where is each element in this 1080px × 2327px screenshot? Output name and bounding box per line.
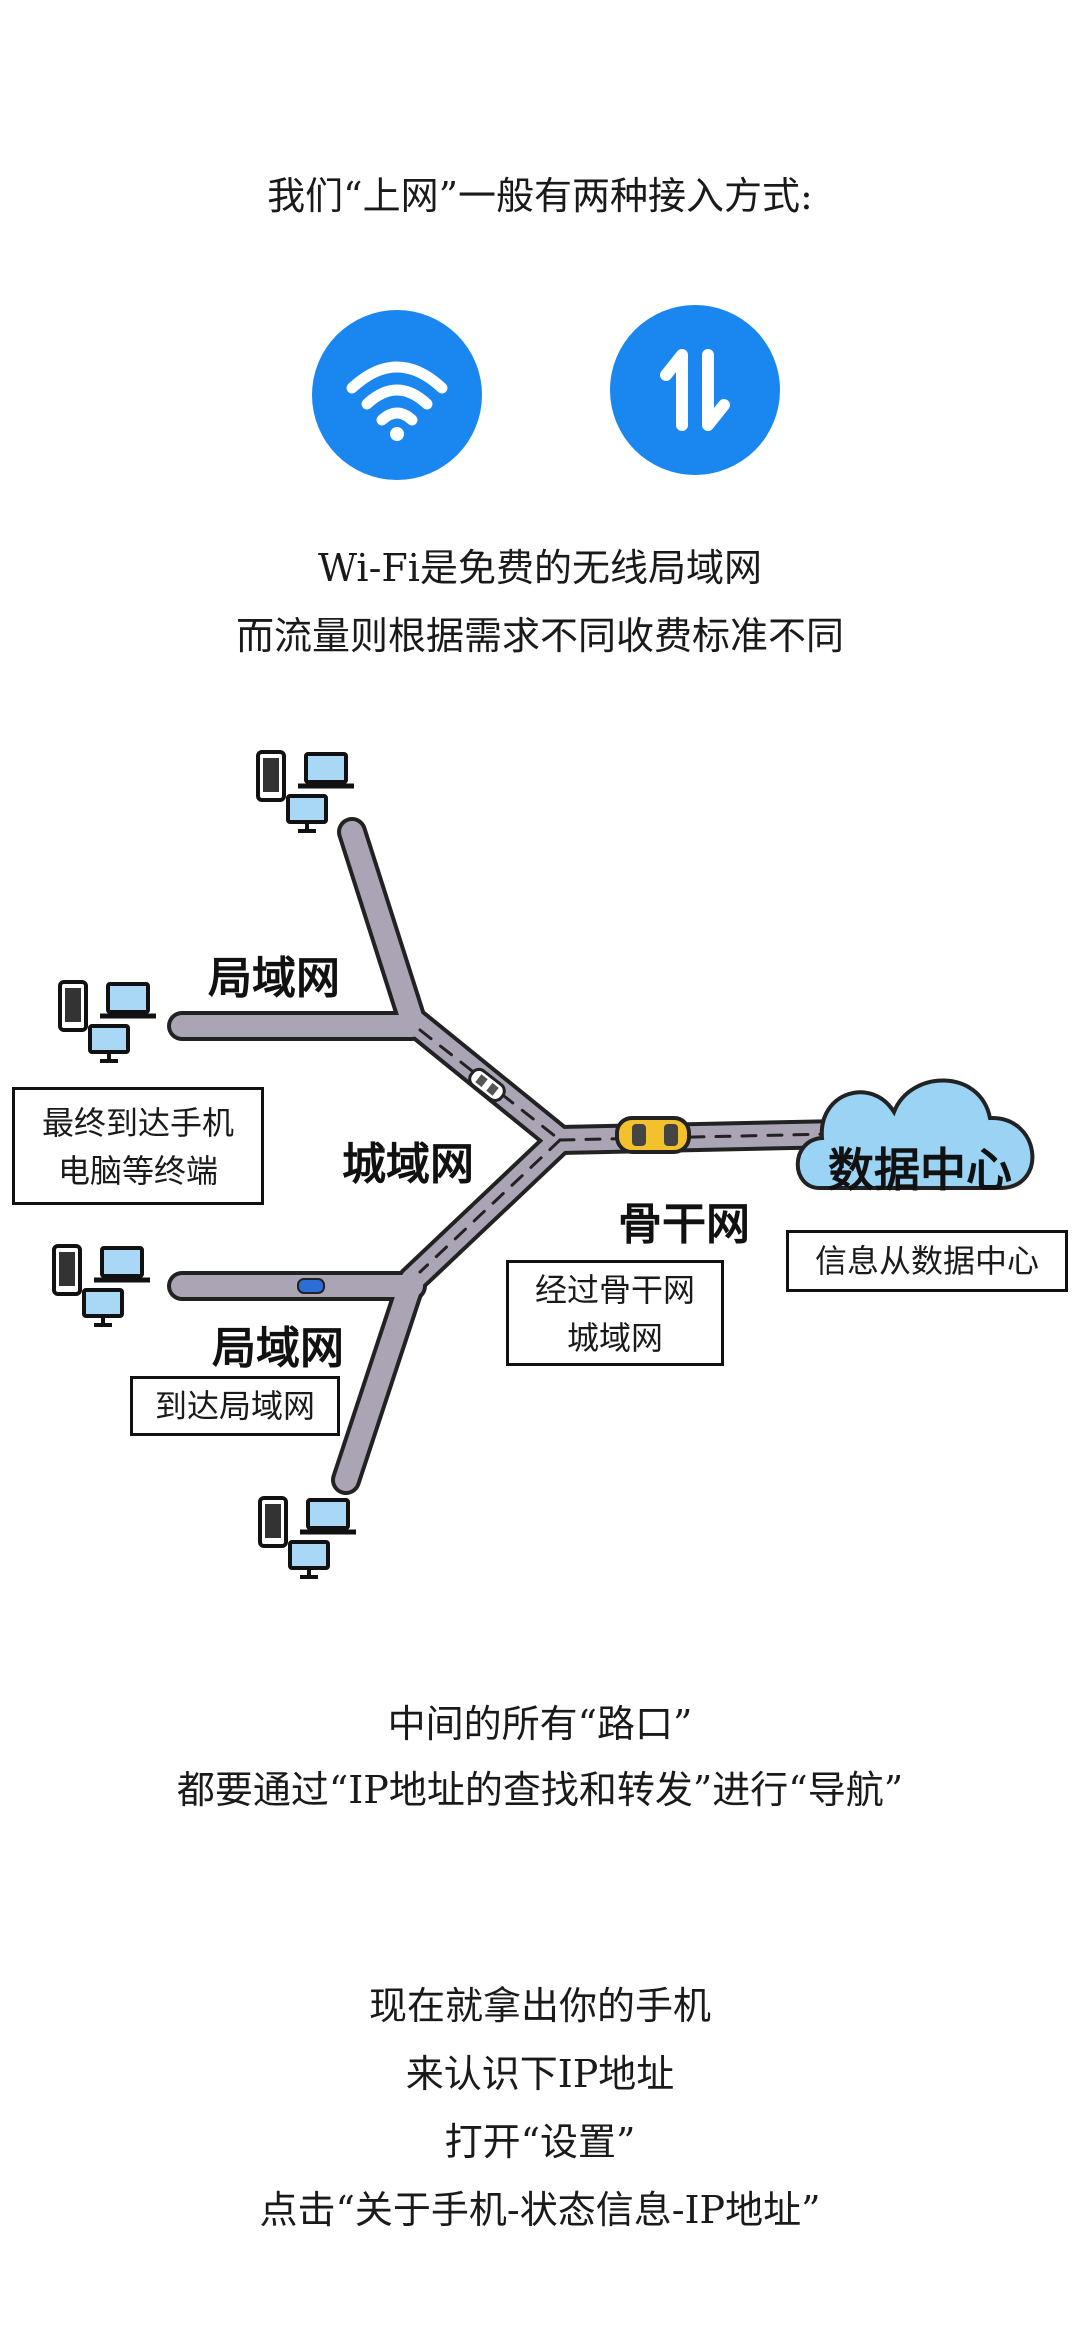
lan-label-top: 局域网 bbox=[208, 953, 340, 1004]
network-diagram bbox=[0, 720, 1035, 1590]
device-cluster-left-lower bbox=[54, 1246, 150, 1325]
access-desc-line1: Wi-Fi是免费的无线局域网 bbox=[318, 546, 762, 590]
instructions-line1: 现在就拿出你的手机 bbox=[368, 1984, 711, 2028]
device-cluster-bottom bbox=[260, 1498, 356, 1577]
reach-lan-box: 到达局域网 bbox=[130, 1376, 340, 1436]
device-cluster-top bbox=[258, 752, 354, 831]
from-dc-box: 信息从数据中心 bbox=[786, 1230, 1068, 1292]
routing-line1: 中间的所有“路口” bbox=[387, 1702, 693, 1746]
instructions-line4: 点击“关于手机-状态信息-IP地址” bbox=[259, 2188, 821, 2232]
car-backbone bbox=[615, 1116, 691, 1154]
access-desc-line2: 而流量则根据需求不同收费标准不同 bbox=[235, 614, 844, 658]
data-center-label: 数据中心 bbox=[828, 1143, 1012, 1197]
terminal-note-box: 最终到达手机 电脑等终端 bbox=[12, 1087, 264, 1205]
backbone-note-box: 经过骨干网 城域网 bbox=[506, 1260, 724, 1366]
wifi-icon bbox=[312, 310, 482, 480]
backbone-note-line2: 城域网 bbox=[566, 1319, 663, 1357]
car-man bbox=[468, 1067, 506, 1103]
intro-text: 我们“上网”一般有两种接入方式: bbox=[267, 174, 813, 218]
routing-line2: 都要通过“IP地址的查找和转发”进行“导航” bbox=[176, 1768, 904, 1812]
mobile-data-icon bbox=[610, 305, 780, 475]
backbone-label: 骨干网 bbox=[618, 1199, 750, 1250]
lan-label-bottom: 局域网 bbox=[212, 1323, 344, 1374]
device-cluster-left-upper bbox=[60, 982, 156, 1061]
instructions-line3: 打开“设置” bbox=[444, 2120, 636, 2164]
cloud-shape bbox=[795, 1078, 1035, 1190]
terminal-note-line2: 电脑等终端 bbox=[57, 1152, 218, 1190]
instructions-line2: 来认识下IP地址 bbox=[405, 2052, 675, 2096]
terminal-note-line1: 最终到达手机 bbox=[41, 1104, 234, 1142]
car-lan bbox=[297, 1278, 325, 1294]
backbone-note-line1: 经过骨干网 bbox=[534, 1271, 695, 1309]
man-label: 城域网 bbox=[342, 1139, 474, 1190]
